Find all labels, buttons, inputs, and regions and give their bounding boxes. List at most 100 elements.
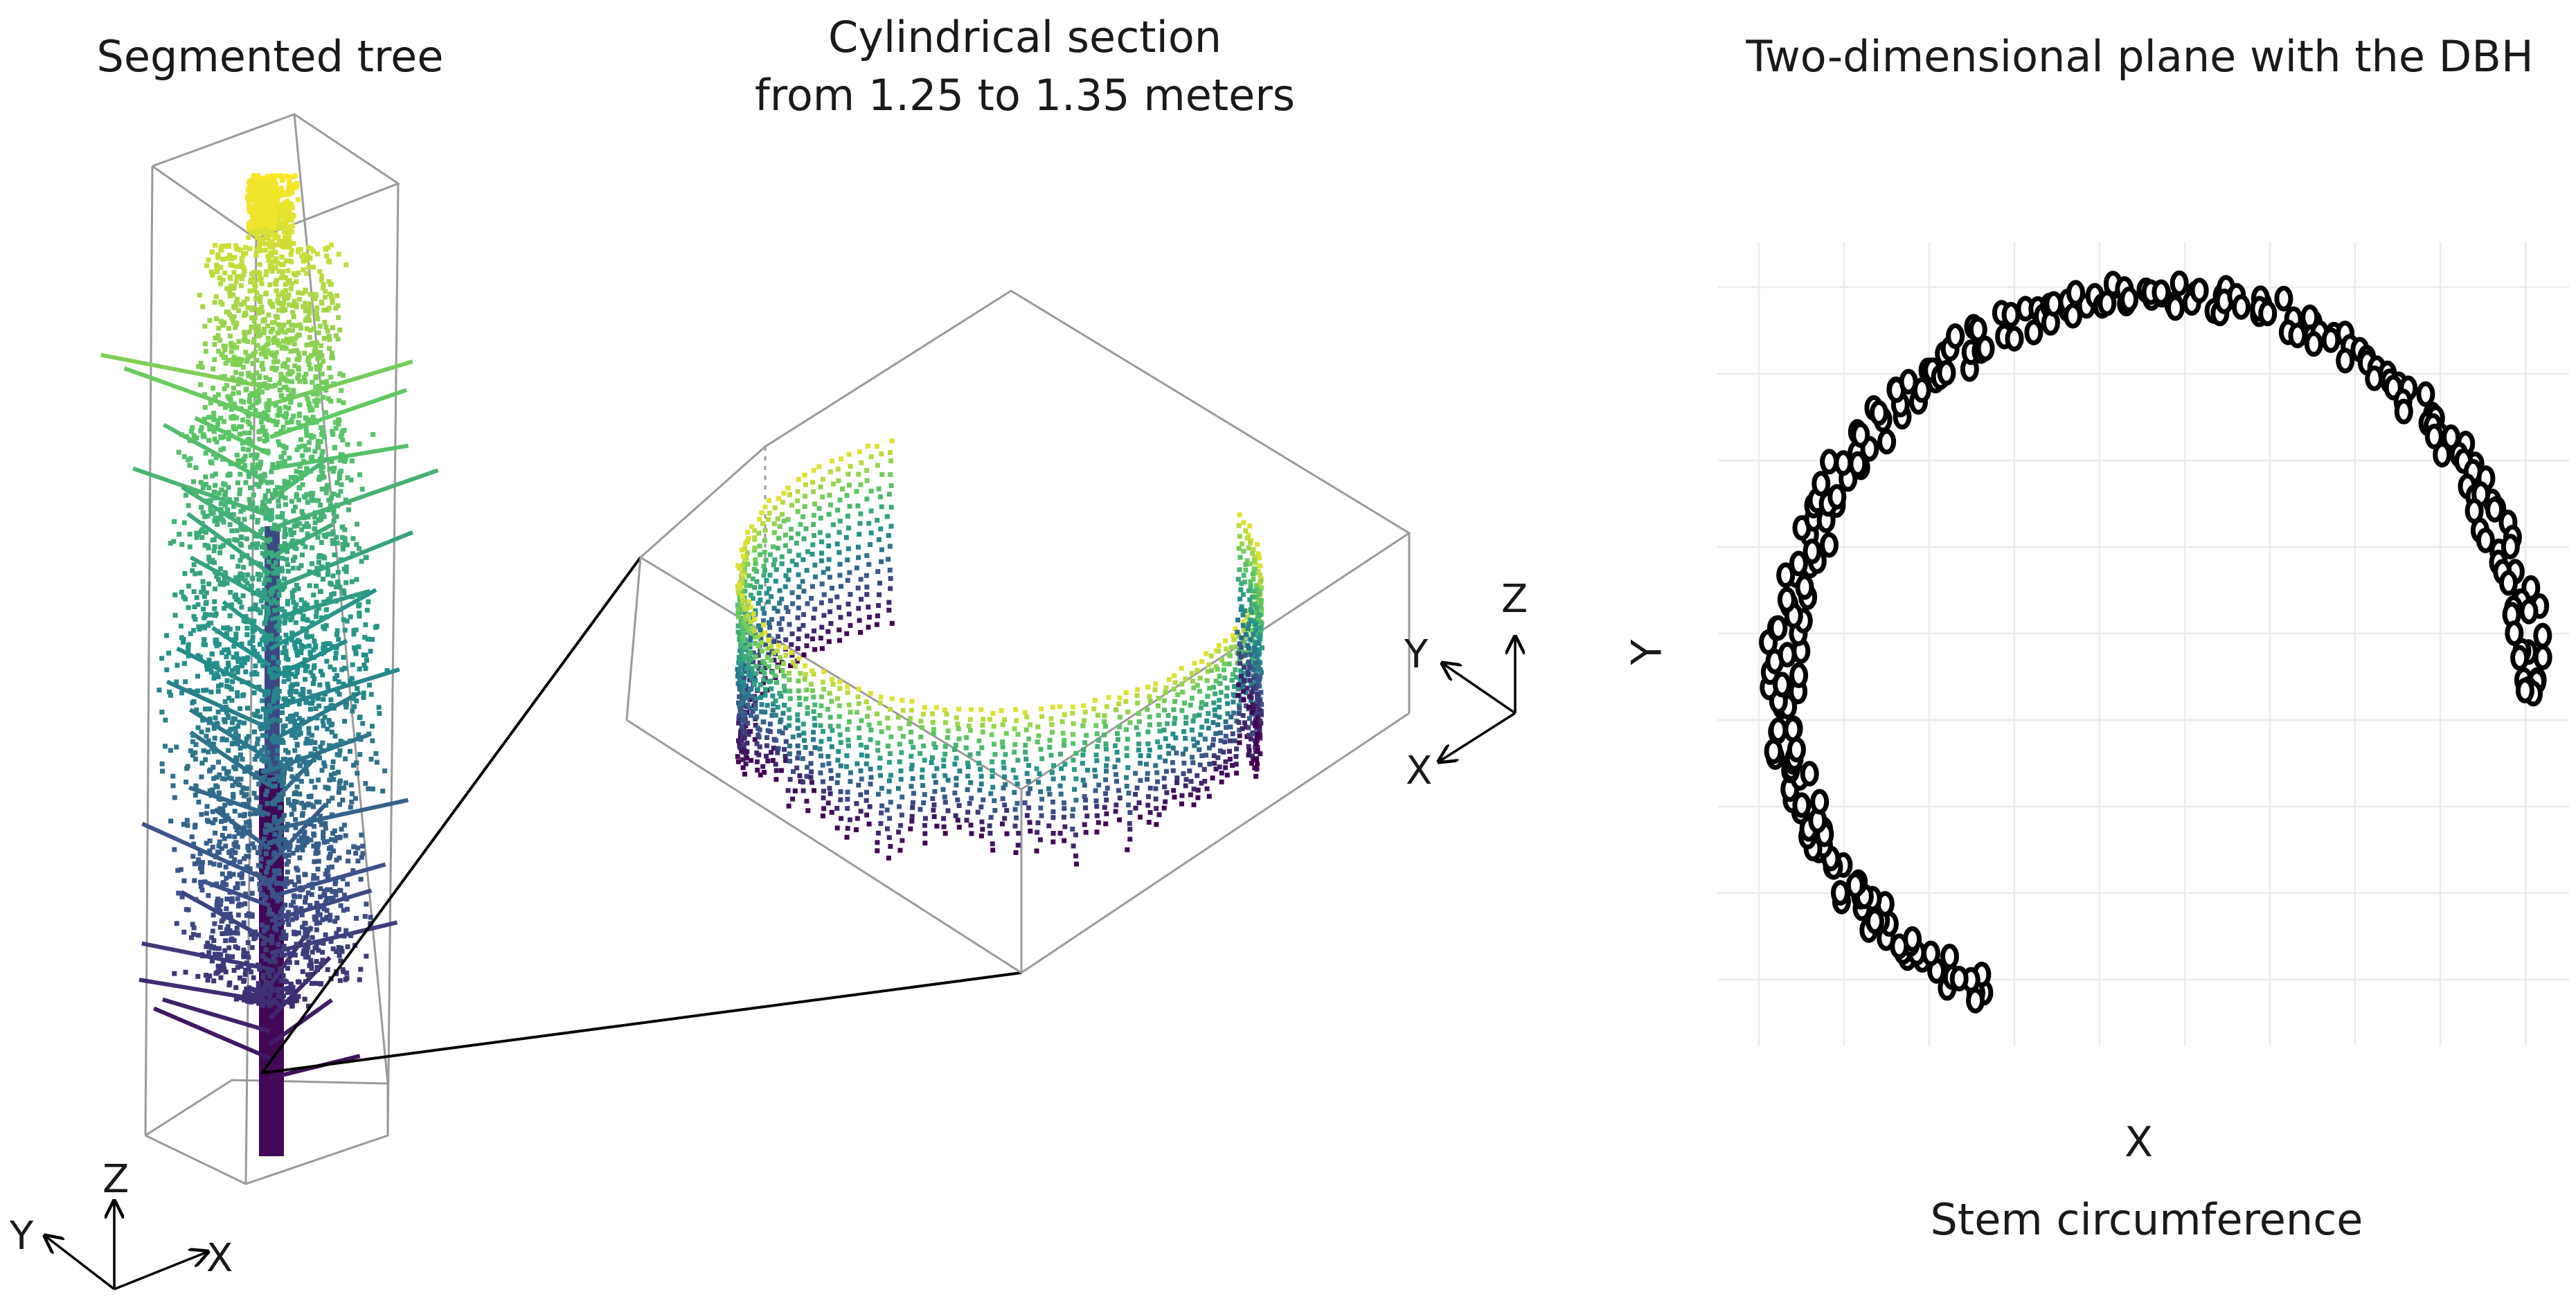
tree-point: [199, 775, 204, 780]
tree-point: [202, 393, 207, 397]
section-point: [735, 754, 740, 759]
tree-point: [331, 381, 336, 386]
section-point: [762, 770, 767, 775]
section-point: [846, 546, 851, 551]
tree-point: [181, 637, 186, 642]
section-point: [1123, 699, 1128, 704]
tree-point: [310, 491, 315, 496]
tree-point: [212, 429, 217, 434]
tree-point: [202, 748, 206, 753]
section-point: [758, 628, 763, 633]
tree-point: [262, 318, 267, 323]
tree-point: [277, 740, 282, 745]
tree-point: [289, 417, 294, 422]
tree-point: [266, 489, 271, 494]
tree-point: [361, 663, 366, 667]
tree-point: [341, 786, 346, 791]
section-point: [1094, 758, 1099, 763]
tree-point: [353, 851, 358, 856]
section-point: [856, 472, 861, 477]
section-point: [749, 713, 753, 718]
section-point: [848, 771, 853, 775]
tree-point: [323, 388, 328, 393]
section-point: [821, 814, 825, 818]
section-point: [771, 562, 776, 567]
tree-point: [210, 883, 215, 888]
tree-point: [272, 608, 277, 613]
section-point: [889, 524, 894, 529]
tree-point: [324, 896, 329, 901]
tree-point: [277, 582, 282, 587]
section-point: [778, 655, 782, 660]
section-point: [846, 737, 850, 742]
tree-point: [257, 685, 262, 690]
section-point: [957, 825, 962, 829]
section-point: [744, 749, 749, 754]
tree-point: [272, 838, 277, 843]
tree-point: [186, 649, 190, 654]
section-point: [812, 468, 816, 473]
tree-point: [251, 192, 256, 198]
section-point: [769, 750, 773, 755]
section-point: [923, 816, 928, 821]
tree-point: [230, 954, 235, 959]
section-point: [758, 584, 763, 589]
section-point: [846, 602, 851, 606]
tree-point: [184, 970, 188, 975]
tree-point: [241, 447, 246, 451]
tree-point: [238, 872, 242, 877]
section-point: [866, 706, 871, 710]
section-point: [910, 814, 915, 819]
tree-point: [224, 634, 229, 639]
section-point: [1071, 843, 1076, 848]
tree-point: [257, 375, 262, 380]
section-point: [876, 603, 881, 608]
tree-point: [278, 408, 283, 413]
section-point: [755, 768, 760, 773]
tree-point: [319, 962, 324, 967]
tree-point: [206, 582, 211, 586]
tree-point: [254, 370, 259, 375]
section-point: [1114, 779, 1119, 784]
section-point: [901, 734, 906, 739]
tree-point: [240, 535, 244, 540]
tree-point: [212, 489, 217, 494]
tree-point: [230, 555, 235, 559]
section-point: [744, 762, 749, 766]
section-point: [1026, 737, 1031, 742]
tree-point: [289, 349, 294, 354]
tree-point: [342, 719, 347, 724]
section-point: [875, 463, 880, 468]
section-point: [1154, 787, 1159, 791]
tree-point: [245, 626, 250, 631]
section-point: [879, 451, 884, 456]
tree-point: [287, 340, 292, 345]
section-point: [795, 712, 800, 717]
tree-point: [275, 600, 280, 605]
tree-point: [310, 620, 314, 625]
section-point: [954, 776, 959, 781]
tree-point: [264, 717, 269, 722]
tree-point: [303, 979, 308, 984]
tree-point: [337, 927, 341, 932]
tree-point: [280, 205, 285, 210]
tree-point: [319, 540, 324, 545]
section-point: [865, 753, 870, 758]
tree-point: [292, 314, 296, 319]
tree-point: [352, 681, 357, 686]
section-point: [1107, 695, 1111, 700]
tree-point: [159, 710, 164, 715]
section-point: [888, 472, 893, 477]
tree-point: [284, 633, 289, 638]
tree-point: [240, 417, 245, 422]
section-point: [796, 532, 800, 537]
tree-point: [220, 846, 224, 851]
tree-point: [265, 801, 269, 806]
tree-point: [339, 483, 344, 487]
tree-point: [280, 920, 285, 925]
tree-point: [296, 249, 301, 254]
section-point: [749, 758, 753, 763]
tree-point: [319, 615, 324, 620]
tree-point: [240, 642, 244, 647]
section-point: [773, 738, 778, 743]
